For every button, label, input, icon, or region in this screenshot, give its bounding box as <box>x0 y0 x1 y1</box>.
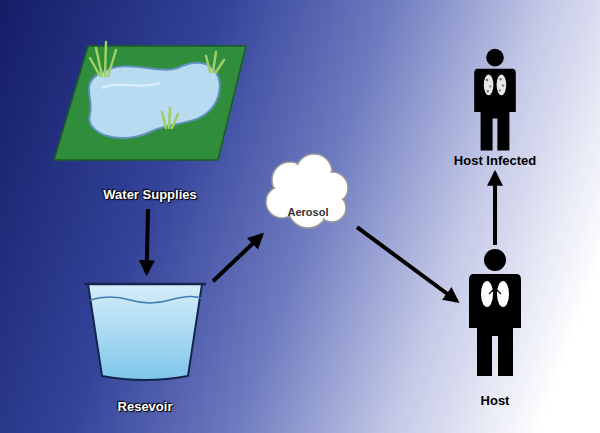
node-label: Water Supplies <box>50 187 250 202</box>
node-label: Host Infected <box>440 153 550 168</box>
node-illustration <box>262 150 354 232</box>
flow-arrow <box>213 235 262 281</box>
illustrated-node: Water Supplies <box>50 28 250 206</box>
illustrated-node: Aerosol <box>262 150 354 232</box>
flow-arrow <box>147 209 148 273</box>
node-label: Aerosol <box>262 206 354 218</box>
illustrated-node: Resevoir <box>80 276 210 416</box>
node-illustration <box>469 48 521 152</box>
flow-arrow <box>493 173 497 245</box>
node-illustration <box>50 28 250 178</box>
flow-arrow <box>357 227 457 301</box>
illustrated-node: Host Infected <box>440 48 550 170</box>
node-illustration <box>465 248 525 378</box>
node-label: Host <box>460 393 530 408</box>
illustrated-node: Host <box>460 248 530 410</box>
node-illustration <box>80 276 210 386</box>
node-label: Resevoir <box>80 399 210 414</box>
